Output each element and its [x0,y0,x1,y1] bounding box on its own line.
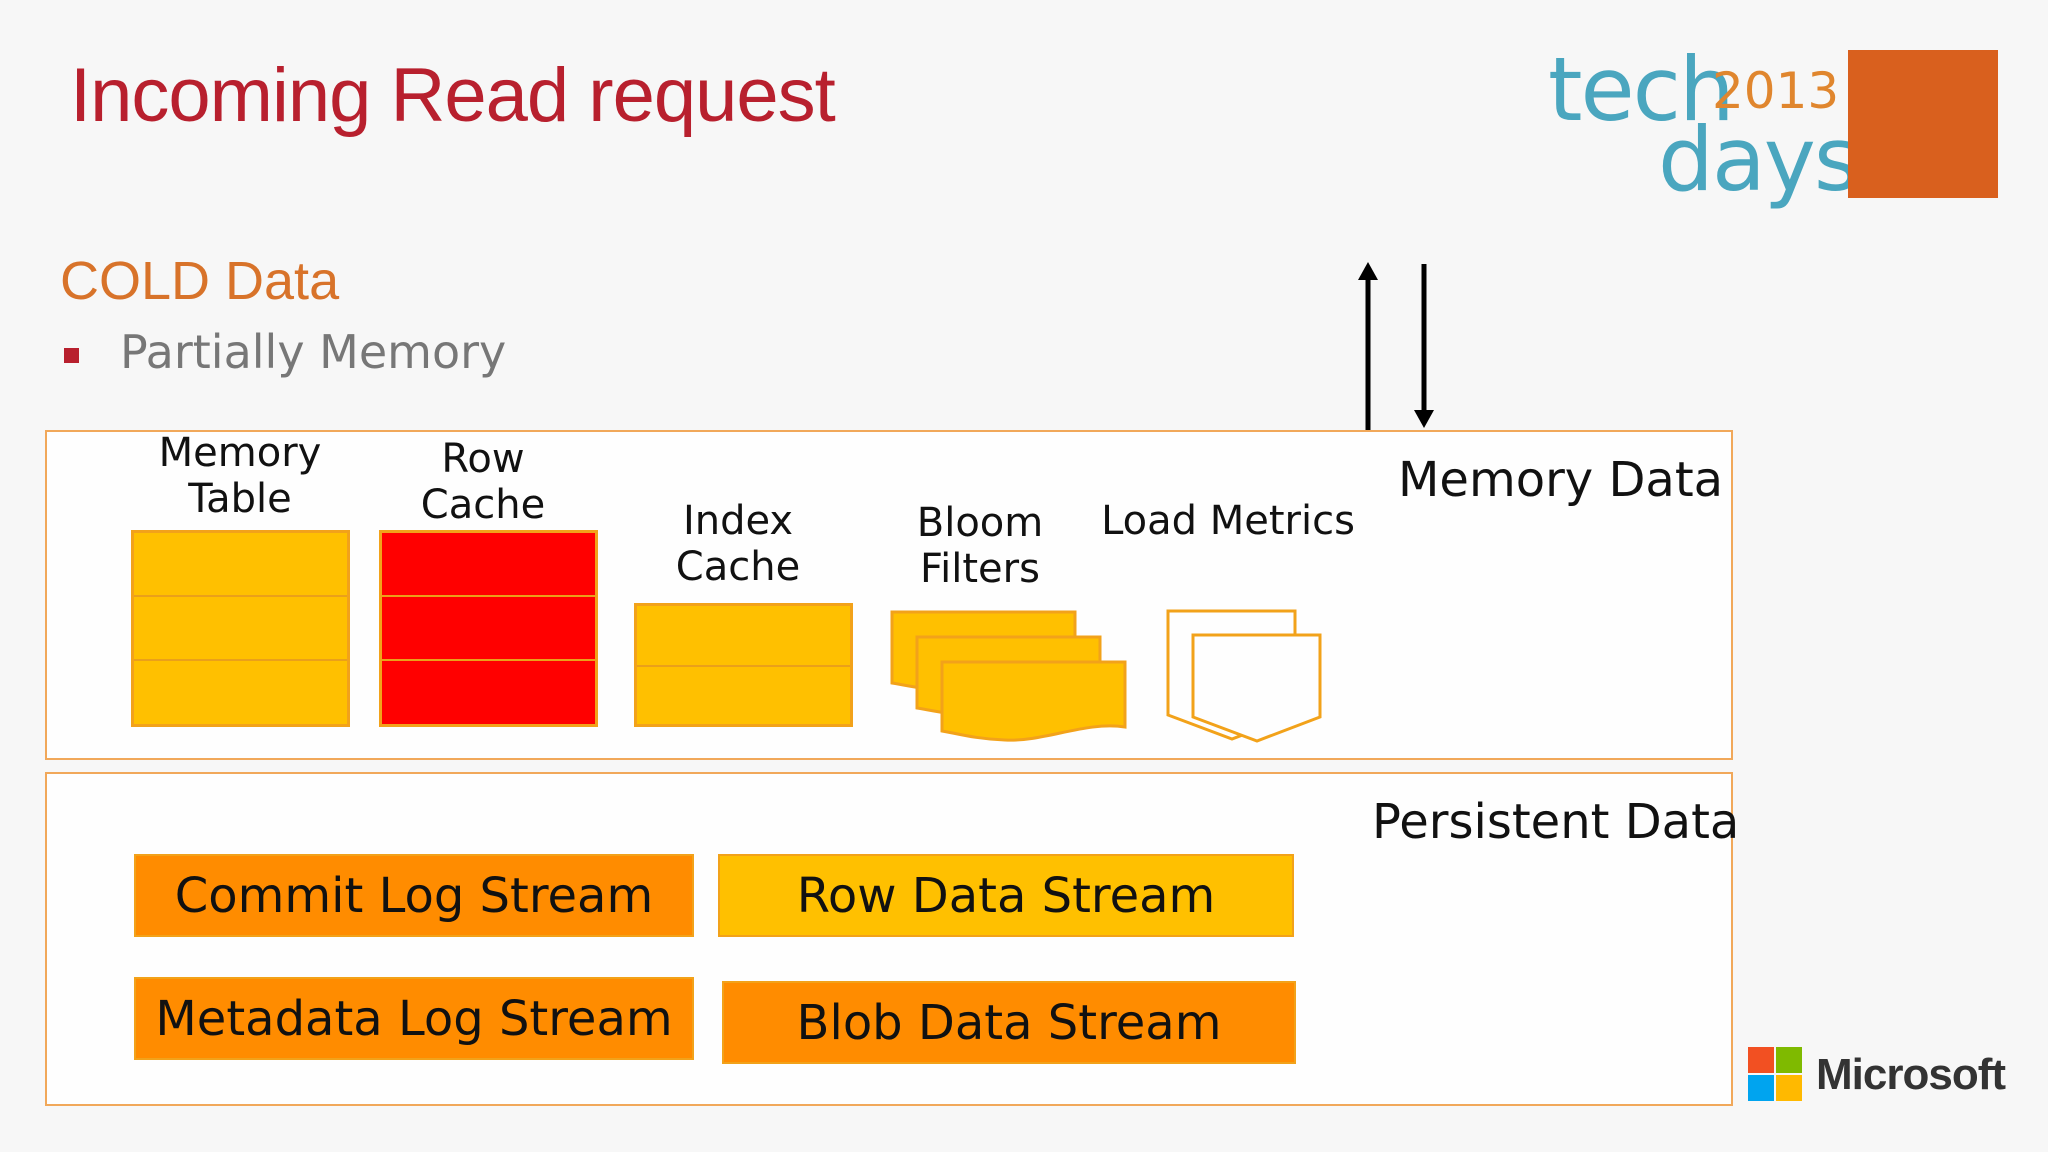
memory-table-row [134,597,347,661]
persistent-data-label: Persistent Data [1372,794,1740,850]
slide-title: Incoming Read request [70,53,836,138]
load-metrics-page [1191,633,1322,743]
logo-text-tech: tech [1548,38,1735,141]
bloom-filter-sheet [940,660,1127,742]
row-cache-row [382,597,595,661]
bloom-filters-label-line1: Bloom [916,500,1044,546]
row-cache-block [379,530,598,727]
load-metrics-label: Load Metrics [1101,498,1355,544]
memory-table-label-line2: Table [188,476,292,522]
microsoft-logo-icon [1748,1047,1802,1101]
index-cache-label-line1: Index [682,498,794,544]
memory-table-label-line1: Memory [158,430,322,476]
bloom-filters-label-line2: Filters [920,546,1040,592]
index-cache-row [637,606,850,667]
row-cache-row [382,661,595,724]
row-cache-label: Row Cache [383,436,583,528]
memory-table-row [134,661,347,724]
commit-log-stream: Commit Log Stream [134,854,694,937]
index-cache-block [634,603,853,727]
row-cache-label-line2: Cache [420,482,546,528]
bullet-marker [64,348,79,363]
row-cache-row [382,533,595,597]
microsoft-wordmark: Microsoft [1816,1050,2006,1099]
metadata-log-stream: Metadata Log Stream [134,977,694,1060]
blob-data-stream: Blob Data Stream [722,981,1296,1064]
index-cache-row [637,667,850,724]
row-cache-label-line1: Row [441,436,525,482]
memory-table-row [134,533,347,597]
logo-accent-square [1848,50,1998,198]
upward-arrow-icon [1358,262,1378,433]
logo-year: 2013 [1712,62,1840,120]
row-data-stream: Row Data Stream [718,854,1294,937]
logo-text-days: days [1658,108,1860,211]
bullet-partially-memory: Partially Memory [120,325,507,379]
read-request-arrows [1358,262,1434,433]
memory-table-block [131,530,350,727]
index-cache-label: Index Cache [638,498,838,590]
load-metrics-graphic [1166,609,1322,743]
index-cache-label-line2: Cache [675,544,801,590]
downward-arrow-icon [1414,264,1434,428]
slide-subtitle: COLD Data [60,251,340,311]
memory-table-label: Memory Table [140,430,340,522]
bloom-filters-graphic [890,610,1127,742]
bloom-filters-label: Bloom Filters [880,500,1080,592]
memory-data-label: Memory Data [1398,452,1724,508]
